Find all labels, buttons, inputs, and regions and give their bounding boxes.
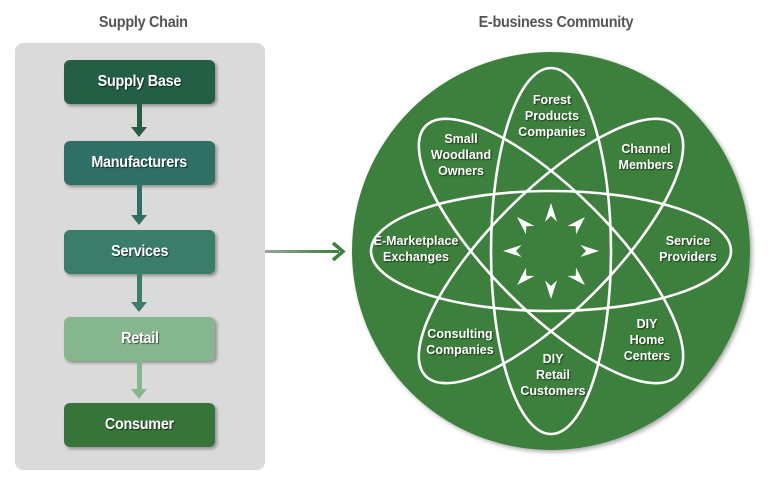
orbit-ellipse-horizontal (369, 189, 733, 313)
supply-chain-step-consumer: Consumer (64, 403, 215, 447)
outward-arrow-icon (545, 280, 557, 299)
ebusiness-circle (352, 52, 750, 450)
node-label-line: Providers (659, 250, 717, 264)
connector-arrow-icon (265, 241, 346, 262)
orbit-ellipse-diagonal-1 (417, 117, 685, 385)
supply-chain-step-manufacturers: Manufacturers (64, 141, 215, 185)
step-label: Consumer (104, 416, 175, 433)
down-arrow-icon (131, 185, 148, 225)
down-arrow-icon (131, 274, 148, 312)
ebusiness-community-title: E-business Community (478, 14, 634, 31)
center-arrows (503, 203, 599, 299)
node-label-line: Channel (621, 142, 670, 156)
outward-arrow-icon (517, 217, 535, 235)
supply-chain-step-supply-base: Supply Base (64, 60, 215, 104)
outward-arrow-icon (503, 245, 522, 257)
down-arrow-icon (131, 361, 148, 399)
outward-arrow-icon (545, 203, 557, 222)
node-label-line: Members (619, 158, 674, 172)
orbit-ellipses (369, 66, 733, 436)
node-label-line: Small (444, 132, 477, 146)
supply-chain-step-services: Services (64, 230, 215, 274)
node-label-line: DIY (543, 352, 565, 366)
node-label-line: Companies (426, 343, 493, 357)
supply-chain-step-retail: Retail (64, 317, 215, 361)
down-arrow-icon (131, 104, 148, 137)
supply-chain-title: Supply Chain (98, 14, 188, 31)
node-label-line: Retail (536, 368, 570, 382)
node-label-line: Service (666, 234, 711, 248)
node-label-line: Customers (520, 384, 585, 398)
node-label-line: Exchanges (383, 250, 449, 264)
node-label-line: DIY (637, 317, 659, 331)
outward-arrow-icon (567, 267, 585, 285)
outward-arrow-icon (517, 267, 535, 285)
node-label-line: Companies (518, 125, 585, 139)
step-label: Services (110, 243, 169, 260)
outward-arrow-icon (580, 245, 599, 257)
node-label-line: Products (525, 109, 579, 123)
node-label-line: Home (630, 333, 665, 347)
node-label-line: Centers (624, 349, 671, 363)
node-label-line: E-Marketplace (374, 234, 459, 248)
node-label-line: Owners (438, 164, 484, 178)
step-label: Supply Base (97, 73, 182, 90)
step-label: Retail (120, 330, 159, 347)
step-label: Manufacturers (91, 154, 188, 171)
node-label-line: Woodland (431, 148, 491, 162)
node-label-line: Forest (533, 93, 572, 107)
orbit-ellipse-diagonal-2 (417, 117, 685, 385)
orbit-ellipse-vertical (489, 66, 613, 436)
outward-arrow-icon (567, 217, 585, 235)
node-label-line: Consulting (427, 327, 492, 341)
